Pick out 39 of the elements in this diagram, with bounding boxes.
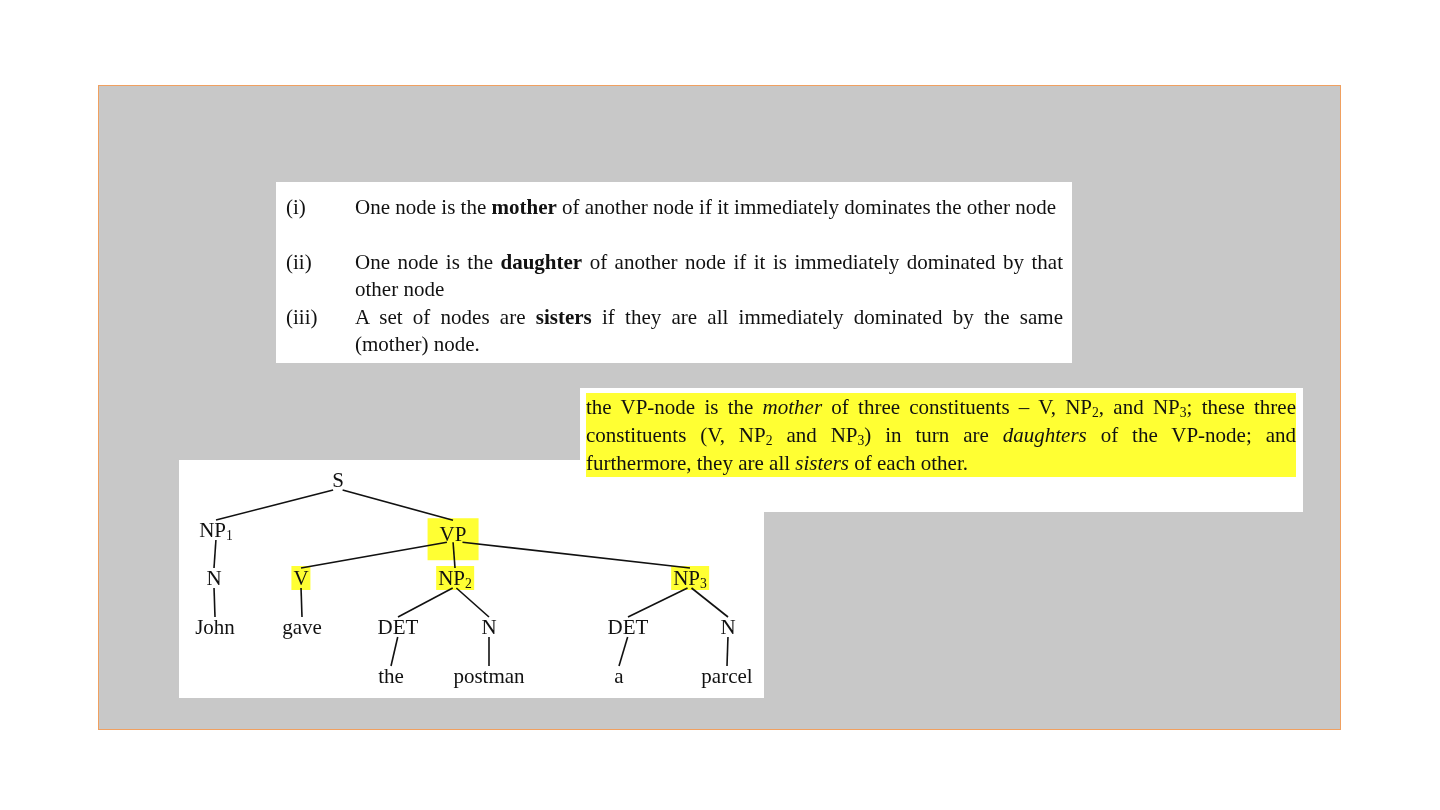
item-number: (ii) xyxy=(286,249,312,276)
tree-label: postman xyxy=(451,664,527,688)
highlighted-tree-label: NP$_{3}$ xyxy=(671,566,709,590)
tree-branch xyxy=(618,636,629,667)
tree-branch xyxy=(627,587,689,618)
highlighted-tree-label: VP xyxy=(427,518,479,561)
tree-label: S xyxy=(330,468,346,492)
item-number: (iii) xyxy=(286,304,318,331)
tree-branch xyxy=(213,587,216,618)
tree-branch xyxy=(300,587,303,618)
tree-label: John xyxy=(193,615,237,639)
tree-branch xyxy=(397,587,454,618)
tree-branch xyxy=(213,539,217,569)
item-number: (i) xyxy=(286,194,306,221)
tree-label: DET xyxy=(605,615,651,639)
tree-branch xyxy=(726,636,729,667)
tree-label: N xyxy=(479,615,499,639)
tree-label: N xyxy=(718,615,738,639)
tree-branch xyxy=(215,489,334,521)
tree-label: the xyxy=(376,664,406,688)
highlighted-tree-label: NP$_{2}$ xyxy=(436,566,474,590)
tree-branch xyxy=(455,587,490,618)
tree-label: a xyxy=(612,664,626,688)
tree-label: gave xyxy=(280,615,324,639)
tree-branch xyxy=(452,541,456,569)
tree-branch xyxy=(461,541,691,569)
tree-label: parcel xyxy=(699,664,755,688)
tree-branch xyxy=(690,587,729,618)
highlighted-paragraph: the VP-node is the mother of three constituents – V, NP$_{2}$, and NP$_{3}$; these three constituents (V, NP$_{2}$ and NP$_{3}$) in turn are daughters of the VP-node; and furthermore, they are all sisters of each other. xyxy=(586,393,1296,477)
tree-label: DET xyxy=(375,615,421,639)
tree-label: NP$_{1}$ xyxy=(197,518,235,542)
definition-text: A set of nodes are sisters if they are all immediately dominated by the same (mother) node. xyxy=(355,304,1063,358)
highlighted-tree-label: V xyxy=(291,566,311,590)
tree-branch xyxy=(390,636,399,667)
tree-branch xyxy=(300,541,448,569)
tree-branch xyxy=(341,489,454,522)
tree-branch xyxy=(488,636,490,667)
definition-text: One node is the mother of another node if it immediately dominates the other node xyxy=(355,194,1057,221)
tree-label: N xyxy=(204,566,224,590)
